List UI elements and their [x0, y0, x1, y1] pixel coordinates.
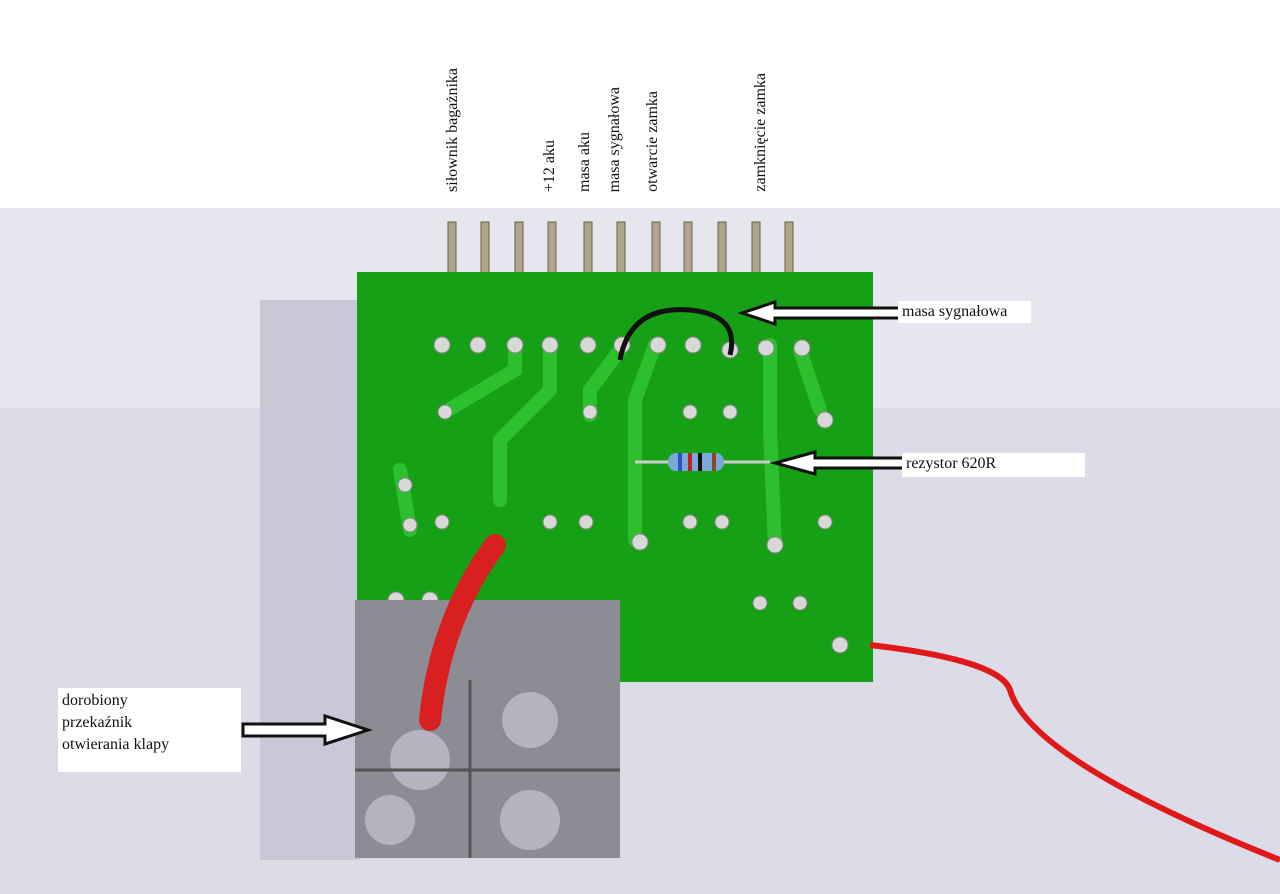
callout-relay: dorobiony przekaźnik otwierania klapy	[58, 688, 241, 772]
arrow-signal-ground	[737, 299, 902, 327]
pin-label-zamkniecie: zamknięcie zamka	[752, 73, 769, 192]
callout-resistor: rezystor 620R	[902, 453, 1085, 477]
red-wire	[869, 642, 1280, 863]
pin-label-silownik: siłownik bagażnika	[444, 68, 461, 192]
pcb-photo	[0, 208, 1280, 894]
callout-relay-line1: dorobiony	[62, 692, 128, 709]
callout-relay-line2: przekaźnik	[62, 714, 133, 731]
pin-label-masa-sygnalowa: masa sygnałowa	[606, 86, 623, 192]
pin-label-masa-aku: masa aku	[576, 132, 593, 192]
arrow-resistor	[769, 450, 907, 476]
callout-relay-line3: otwierania klapy	[62, 736, 170, 753]
pin-label-otwarcie: otwarcie zamka	[644, 91, 661, 192]
red-sleeve	[419, 534, 506, 731]
arrow-relay	[241, 713, 373, 747]
callout-signal-ground: masa sygnałowa	[898, 301, 1031, 323]
black-jumper-wire	[617, 307, 735, 361]
pin-label-plus12: +12 aku	[541, 139, 558, 192]
